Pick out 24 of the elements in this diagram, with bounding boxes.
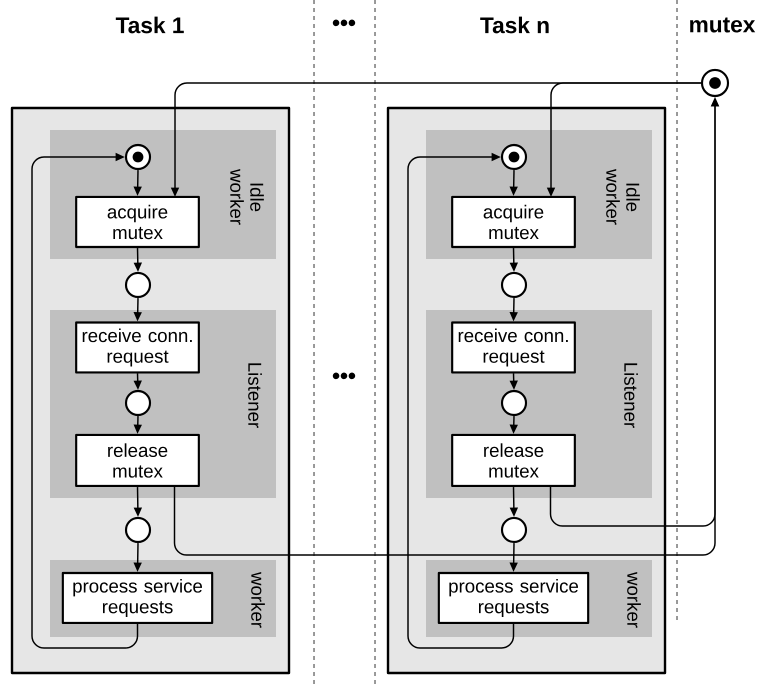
column-heading: ••• bbox=[332, 20, 356, 26]
marked-place-circle bbox=[500, 144, 528, 170]
place-circle bbox=[124, 390, 152, 416]
process-box: release mutex bbox=[75, 434, 200, 488]
process-box: acquire mutex bbox=[75, 196, 200, 248]
process-box: release mutex bbox=[451, 434, 576, 488]
column-heading: Task n bbox=[480, 16, 549, 34]
arrow bbox=[31, 152, 138, 649]
process-box: receive conn. request bbox=[451, 321, 576, 374]
process-box: process service requests bbox=[62, 572, 214, 624]
place-circle bbox=[500, 516, 528, 544]
place-circle bbox=[124, 272, 152, 298]
column-heading: mutex bbox=[690, 18, 756, 32]
marked-place-circle bbox=[700, 68, 730, 98]
place-circle bbox=[500, 390, 528, 416]
process-box: receive conn. request bbox=[75, 321, 200, 374]
place-circle bbox=[500, 272, 528, 298]
process-box: process service requests bbox=[438, 572, 590, 624]
arrow bbox=[407, 152, 514, 649]
marked-place-circle bbox=[124, 144, 152, 170]
place-circle bbox=[124, 516, 152, 544]
process-box: acquire mutex bbox=[451, 196, 576, 248]
column-heading: Task 1 bbox=[116, 16, 184, 34]
column-heading: ••• bbox=[332, 372, 356, 380]
